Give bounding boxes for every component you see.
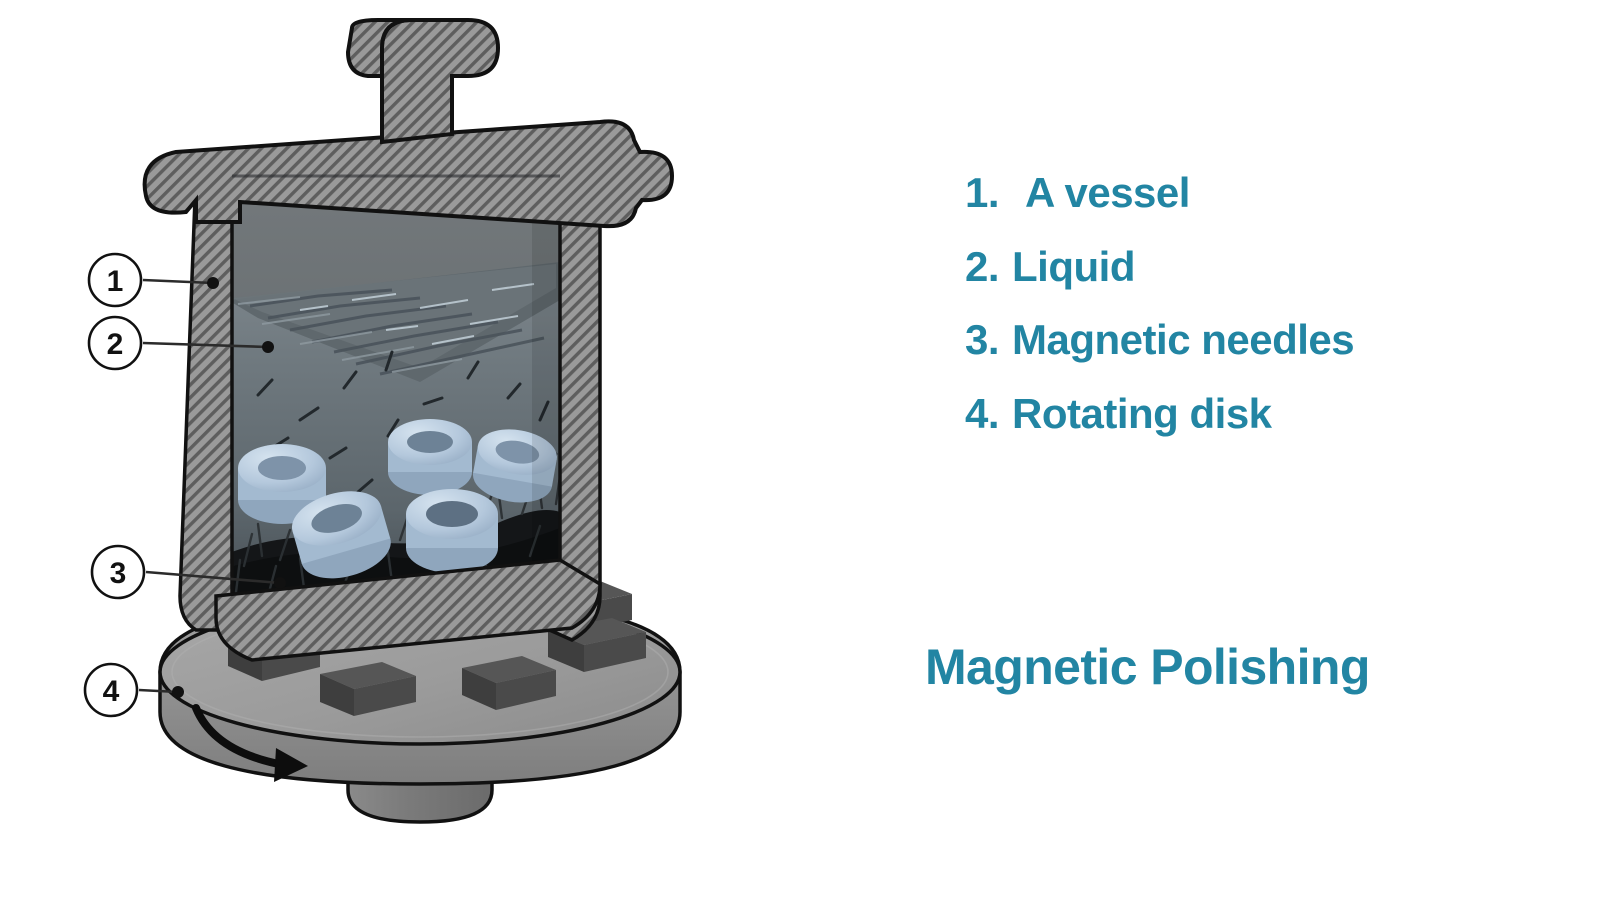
legend-item-2: 2. Liquid bbox=[965, 242, 1565, 292]
callout-4[interactable]: 4 bbox=[83, 662, 184, 718]
workpiece-ring bbox=[472, 429, 557, 503]
magnet-block bbox=[320, 662, 416, 716]
callout-circle-2[interactable] bbox=[87, 315, 143, 371]
legend-label-1: A vessel bbox=[1025, 169, 1190, 216]
callout-group: 1 2 3 4 bbox=[83, 252, 286, 718]
legend-item-4: 4. Rotating disk bbox=[965, 389, 1565, 439]
callout-circle-1[interactable] bbox=[87, 252, 143, 308]
legend-number-2: 2. bbox=[965, 242, 1000, 290]
machine-diagram: 1 2 3 4 bbox=[0, 0, 760, 900]
page-title: Magnetic Polishing bbox=[925, 639, 1370, 695]
callout-label-4: 4 bbox=[103, 675, 120, 708]
vessel bbox=[142, 18, 675, 662]
magnet-block bbox=[462, 656, 556, 710]
lid-knob bbox=[380, 18, 501, 145]
inner-shadow bbox=[532, 175, 560, 608]
legend-number-4: 4. bbox=[965, 389, 1000, 437]
vessel-interior bbox=[213, 175, 560, 608]
workpiece-rings bbox=[238, 419, 557, 579]
legend-label-4: Rotating disk bbox=[1012, 389, 1272, 437]
legend-number-3: 3. bbox=[965, 316, 1000, 364]
legend-label-2: Liquid bbox=[1012, 242, 1135, 290]
callout-label-3: 3 bbox=[110, 557, 127, 590]
lid-knob-left-shoulder bbox=[345, 18, 413, 78]
legend-list: 1. A vessel 2. Liquid 3. Magnetic needle… bbox=[965, 168, 1565, 462]
liquid-surface bbox=[228, 262, 560, 382]
legend-number-1: 1. bbox=[965, 169, 1000, 216]
callout-circle-3[interactable] bbox=[90, 544, 146, 600]
vessel-lid bbox=[142, 18, 675, 229]
callout-circle-4[interactable] bbox=[83, 662, 139, 718]
legend-label-3: Magnetic needles bbox=[1012, 316, 1355, 364]
callout-label-1: 1 bbox=[107, 265, 124, 298]
callout-1[interactable]: 1 bbox=[87, 252, 219, 308]
workpiece-ring bbox=[406, 489, 498, 573]
callout-label-2: 2 bbox=[107, 328, 124, 361]
workpiece-ring bbox=[388, 419, 472, 495]
vessel-wall-bottom bbox=[214, 558, 602, 662]
callout-2[interactable]: 2 bbox=[87, 315, 274, 371]
legend-item-1: 1. A vessel bbox=[965, 168, 1565, 218]
rotation-arrow bbox=[192, 704, 308, 782]
workpiece-ring bbox=[291, 491, 391, 579]
magnet-block bbox=[548, 618, 646, 672]
callout-3[interactable]: 3 bbox=[90, 544, 286, 600]
legend-item-3: 3. Magnetic needles bbox=[965, 315, 1565, 365]
